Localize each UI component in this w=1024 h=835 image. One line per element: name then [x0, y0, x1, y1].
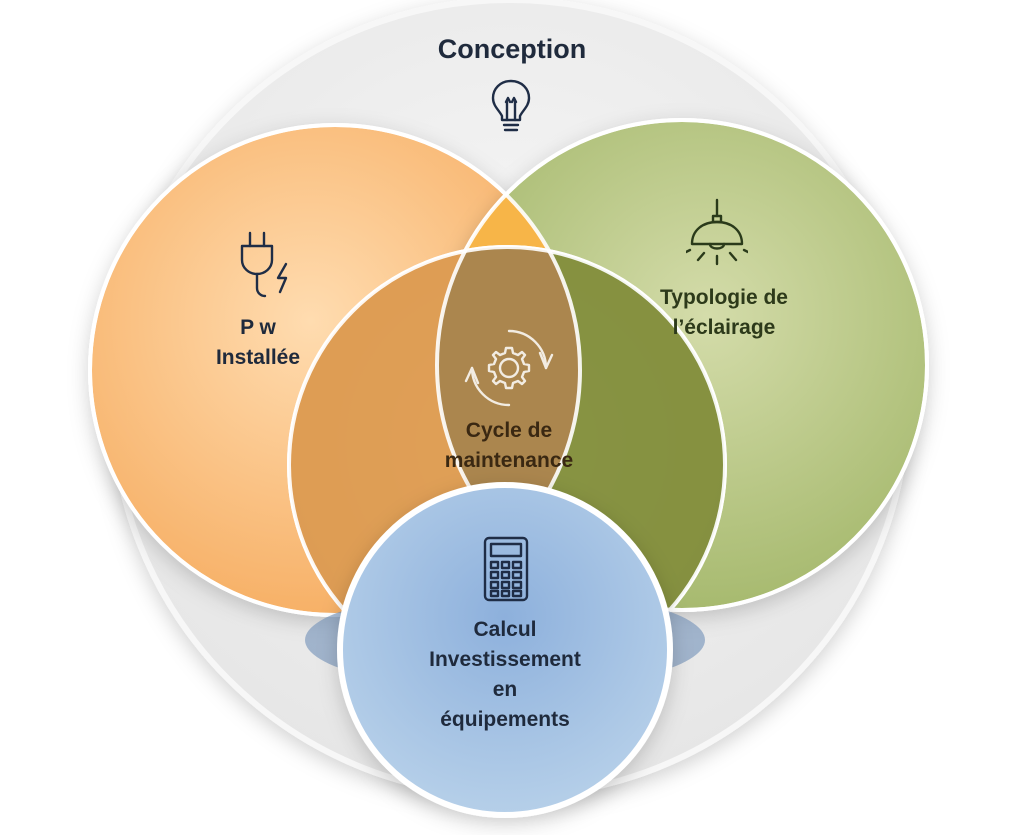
pendant-lamp-icon	[686, 198, 748, 266]
label-conception-text: Conception	[437, 34, 587, 64]
label-calcul-line: équipements	[440, 708, 570, 731]
label-calcul-line: en	[492, 678, 518, 701]
label-typologie-line: l’éclairage	[672, 316, 776, 339]
circle-calcul	[337, 482, 673, 818]
label-puissance-line: P w	[240, 316, 276, 339]
label-calcul-line: Investissement	[429, 648, 581, 671]
label-cycle-line: maintenance	[444, 449, 574, 472]
label-calcul: Calcul Investissement en équipements	[405, 615, 605, 735]
calculator-icon	[483, 536, 529, 602]
label-conception: Conception	[412, 34, 612, 64]
label-calcul-line: Calcul	[473, 618, 537, 641]
label-typologie: Typologie de l’éclairage	[634, 283, 814, 343]
label-puissance: P w Installée	[178, 313, 338, 373]
label-cycle: Cycle de maintenance	[424, 416, 594, 476]
label-puissance-line: Installée	[215, 346, 301, 369]
lightbulb-icon	[491, 79, 531, 132]
gear-cycle-icon	[464, 329, 554, 407]
overlap-cycle-typologie	[437, 247, 725, 610]
label-typologie-line: Typologie de	[660, 286, 788, 309]
plug-icon	[240, 231, 288, 298]
label-cycle-line: Cycle de	[465, 419, 553, 442]
